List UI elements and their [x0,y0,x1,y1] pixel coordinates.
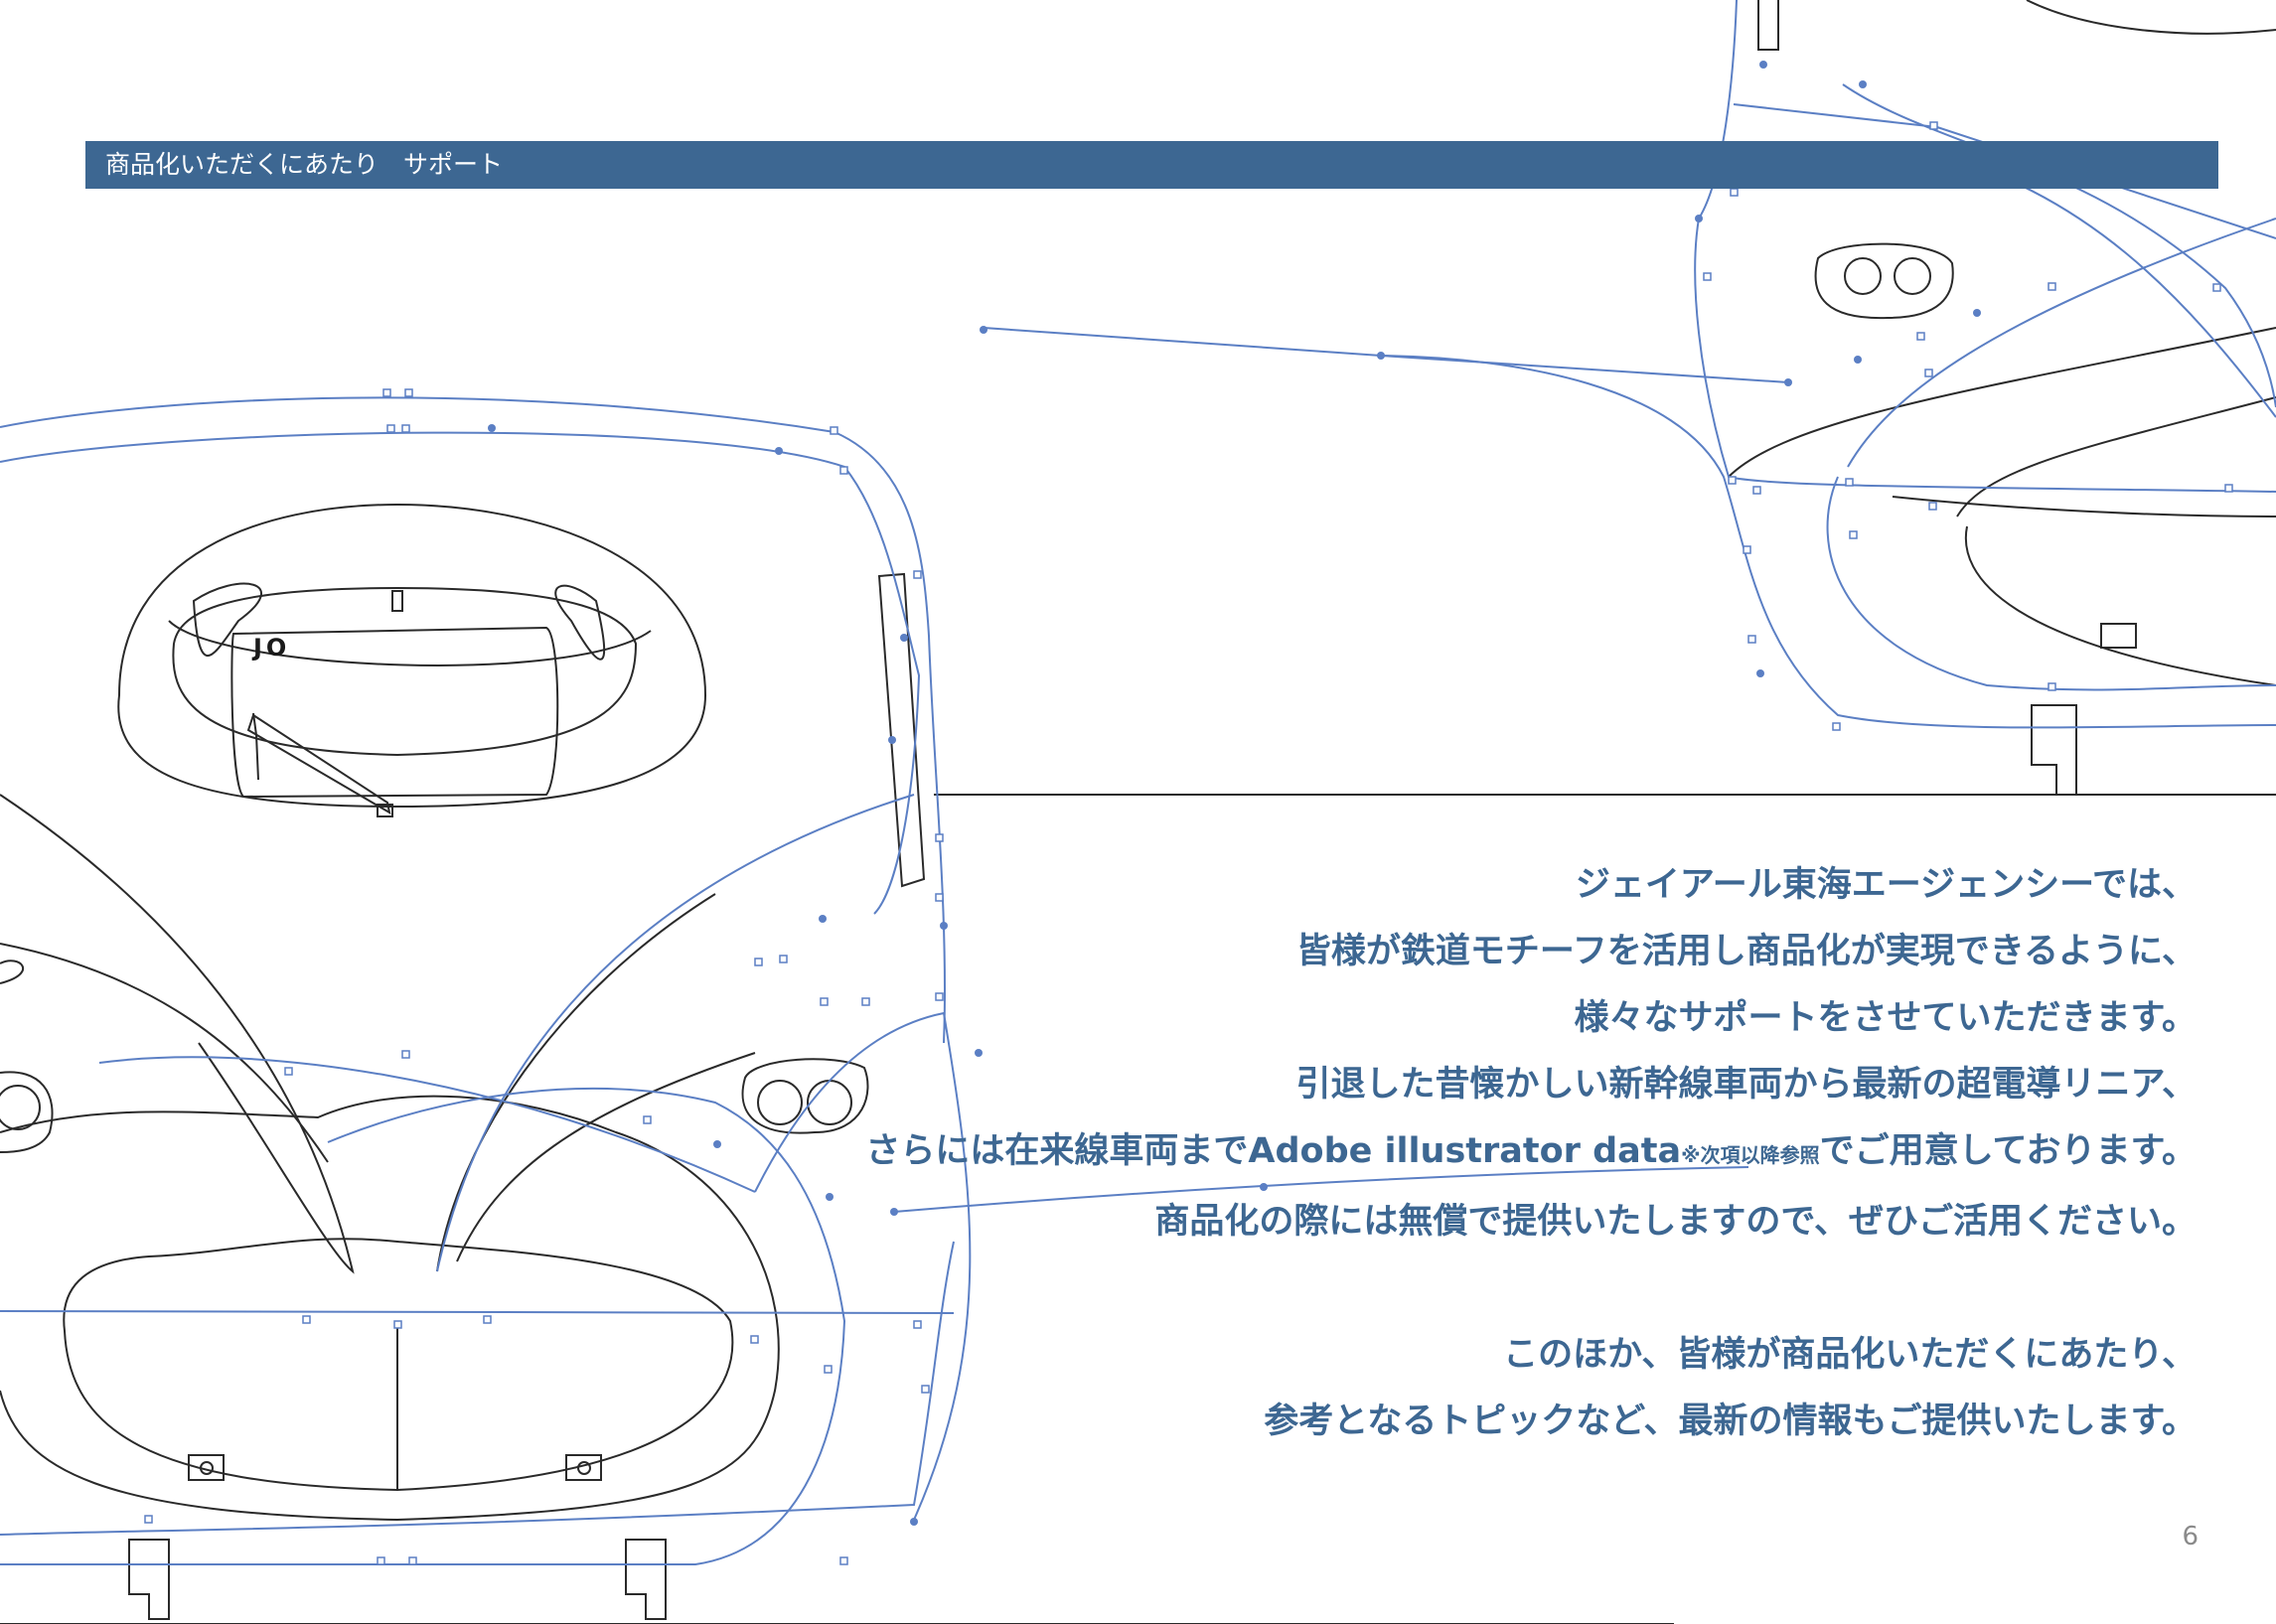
body-line-4: 引退した昔懐かしい新幹線車両から最新の超電導リニア、 [1295,1065,2197,1105]
section-header: 商品化いただくにあたり サポート [85,141,2218,189]
body-line-2: 皆様が鉄道モチーフを活用し商品化が実現できるように、 [1295,932,2197,971]
body-line-5: さらには在来線車両までAdobe illustrator data※次項以降参照… [726,1118,2197,1189]
body-line-6: 商品化の際には無償で提供いたしますので、ぜひご活用ください。 [1154,1202,2197,1242]
section-header-title: 商品化いただくにあたり サポート [105,150,504,179]
support-description: ジェイアール東海エージェンシーでは、 皆様が鉄道モチーフを活用し商品化が実現でき… [726,852,2197,1455]
body-line-5-main: さらには在来線車両までAdobe illustrator data [865,1131,1682,1171]
body-line-5-note: ※次項以降参照 [1681,1143,1820,1167]
page-number: 6 [2182,1522,2199,1551]
body-line-7: このほか、皆様が商品化いただくにあたり、 [1503,1335,2197,1375]
body-line-1: ジェイアール東海エージェンシーでは、 [1575,865,2197,905]
body-line-8: 参考となるトピックなど、最新の情報もご提供いたします。 [1264,1402,2197,1441]
body-line-5-end: でご用意しております。 [1819,1131,2197,1171]
paragraph-gap [726,1255,2197,1322]
emblem-text: JO [253,634,291,662]
body-line-3: 様々なサポートをさせていただきます。 [1574,998,2197,1038]
emblem-label: JO [253,634,290,662]
